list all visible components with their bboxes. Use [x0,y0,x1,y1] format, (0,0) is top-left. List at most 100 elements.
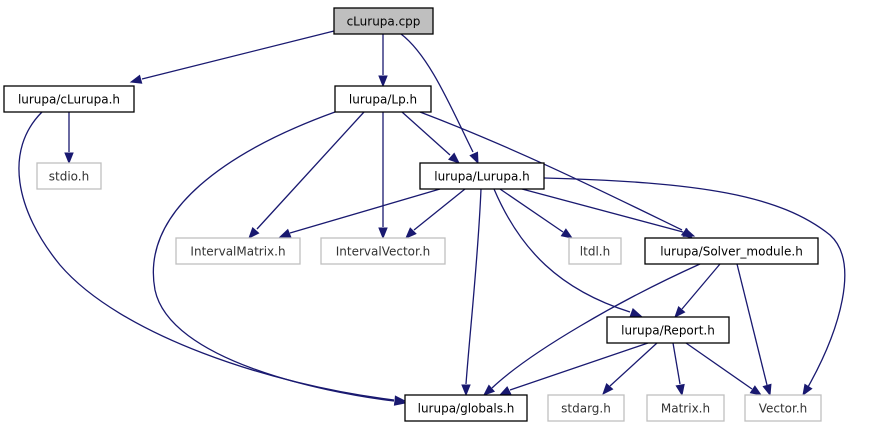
node-label: stdio.h [49,170,89,184]
node-IntervalVector-h[interactable]: IntervalVector.h [320,237,446,265]
node-box [334,85,432,113]
node-label: lurupa/Lurupa.h [434,170,530,184]
node-label: lurupa/Lp.h [349,93,417,107]
edge-lurupa_Lurupa_h-to-IntervalMatrix_h [278,188,441,238]
edge-line [681,263,721,310]
edge-lurupa_Lp_h-to-lurupa_globals_h [152,111,407,406]
node-box [547,394,625,422]
edge-cLurupa_cpp-to-lurupa_cLurupa_h [129,30,335,84]
node-box [404,394,528,422]
edge-lurupa_Lurupa_h-to-lurupa_Report_h [493,188,643,317]
edge-arrowhead [762,383,772,397]
edge-line [521,188,684,233]
edge-arrowhead [498,386,512,396]
edge-arrowhead [629,307,643,317]
node-lurupa-Lurupa-h[interactable]: lurupa/Lurupa.h [419,162,545,190]
edge-arrowhead [378,227,388,240]
nodes-layer: cLurupa.cpp lurupa/cLurupa.h lurupa/Lp.h… [3,7,822,422]
node-stdio-h[interactable]: stdio.h [36,162,102,190]
node-cLurupa-cpp[interactable]: cLurupa.cpp [333,7,434,35]
edge-line [499,188,564,233]
edge-line [152,111,395,402]
node-ltdl-h[interactable]: ltdl.h [568,237,622,265]
edge-arrowhead [64,152,74,165]
edge-lurupa_Lp_h-to-lurupa_Lurupa_h [401,111,461,164]
node-box [644,237,819,265]
node-label: lurupa/globals.h [418,402,515,416]
edge-arrowhead [405,227,417,239]
node-label: lurupa/Report.h [621,324,715,338]
node-box [36,162,102,190]
edge-arrowhead [602,382,614,396]
edge-line [736,263,768,386]
edge-line [401,111,451,156]
edge-arrowhead [378,75,388,88]
edge-line [509,342,649,391]
edge-line [289,188,441,234]
edge-line [609,342,658,387]
edge-lurupa_Lurupa_h-to-Vector_h [543,177,846,397]
node-box [175,237,301,265]
edge-lurupa_Lp_h-to-IntervalMatrix_h [248,111,365,240]
node-Vector-h[interactable]: Vector.h [744,394,822,422]
edge-arrowhead [682,227,696,237]
edge-cLurupa_cpp-to-lurupa_Lurupa_h [400,33,479,165]
node-label: cLurupa.cpp [347,15,421,29]
edge-lurupa_Lp_h-to-IntervalVector_h [378,112,388,240]
node-box [3,85,135,113]
node-label: lurupa/cLurupa.h [18,93,120,107]
edge-lurupa_Report_h-to-lurupa_globals_h [498,342,649,396]
edge-arrowhead [129,74,143,84]
node-label: IntervalVector.h [336,245,431,259]
edge-lurupa_Report_h-to-stdarg_h [602,342,658,396]
edge-arrowhead [802,383,813,397]
node-stdarg-h[interactable]: stdarg.h [547,394,625,422]
edge-arrowhead [560,228,574,239]
node-box [568,237,622,265]
node-label: Vector.h [759,402,808,416]
node-label: IntervalMatrix.h [190,245,285,259]
edge-line [672,342,681,385]
edge-line [493,188,631,313]
edge-line [491,263,701,389]
edge-line [400,33,474,153]
node-label: stdarg.h [561,402,611,416]
node-lurupa-cLurupa-h[interactable]: lurupa/cLurupa.h [3,85,135,113]
node-lurupa-Lp-h[interactable]: lurupa/Lp.h [334,85,432,113]
edges-layer [18,30,846,406]
edge-line [685,342,753,390]
node-lurupa-Solver-module-h[interactable]: lurupa/Solver_module.h [644,237,819,265]
edge-line [413,188,466,231]
edge-arrowhead [482,384,496,396]
edge-lurupa_Solver_module_h-to-Vector_h [736,263,772,397]
node-box [419,162,545,190]
edge-lurupa_Lurupa_h-to-lurupa_globals_h [461,188,482,397]
edge-lurupa_Solver_module_h-to-lurupa_globals_h [482,263,701,396]
edge-arrowhead [675,383,685,397]
edge-lurupa_Lurupa_h-to-ltdl_h [499,188,574,239]
node-IntervalMatrix-h[interactable]: IntervalMatrix.h [175,237,301,265]
edge-arrowhead [469,151,479,165]
edge-line [465,188,482,385]
node-label: lurupa/Solver_module.h [660,245,803,259]
edge-line [256,111,365,230]
edge-arrowhead [461,384,471,397]
node-Matrix-h[interactable]: Matrix.h [646,394,725,422]
node-lurupa-globals-h[interactable]: lurupa/globals.h [404,394,528,422]
edge-lurupa_cLurupa_h-to-stdio_h [64,112,74,165]
node-box [744,394,822,422]
edge-arrowhead [278,228,292,238]
node-box [606,316,730,344]
edge-lurupa_Lurupa_h-to-lurupa_Solver_module_h [521,188,696,237]
edge-lurupa_Report_h-to-Matrix_h [672,342,685,397]
node-box [320,237,446,265]
edge-arrowhead [248,227,260,240]
edge-cLurupa_cpp-to-lurupa_Lp_h [378,34,388,88]
node-lurupa-Report-h[interactable]: lurupa/Report.h [606,316,730,344]
edge-lurupa_Solver_module_h-to-lurupa_Report_h [674,263,721,319]
node-label: Matrix.h [661,402,710,416]
edge-arrowhead [674,305,686,319]
edge-lurupa_Lurupa_h-to-IntervalVector_h [405,188,466,239]
edge-line [419,111,683,231]
